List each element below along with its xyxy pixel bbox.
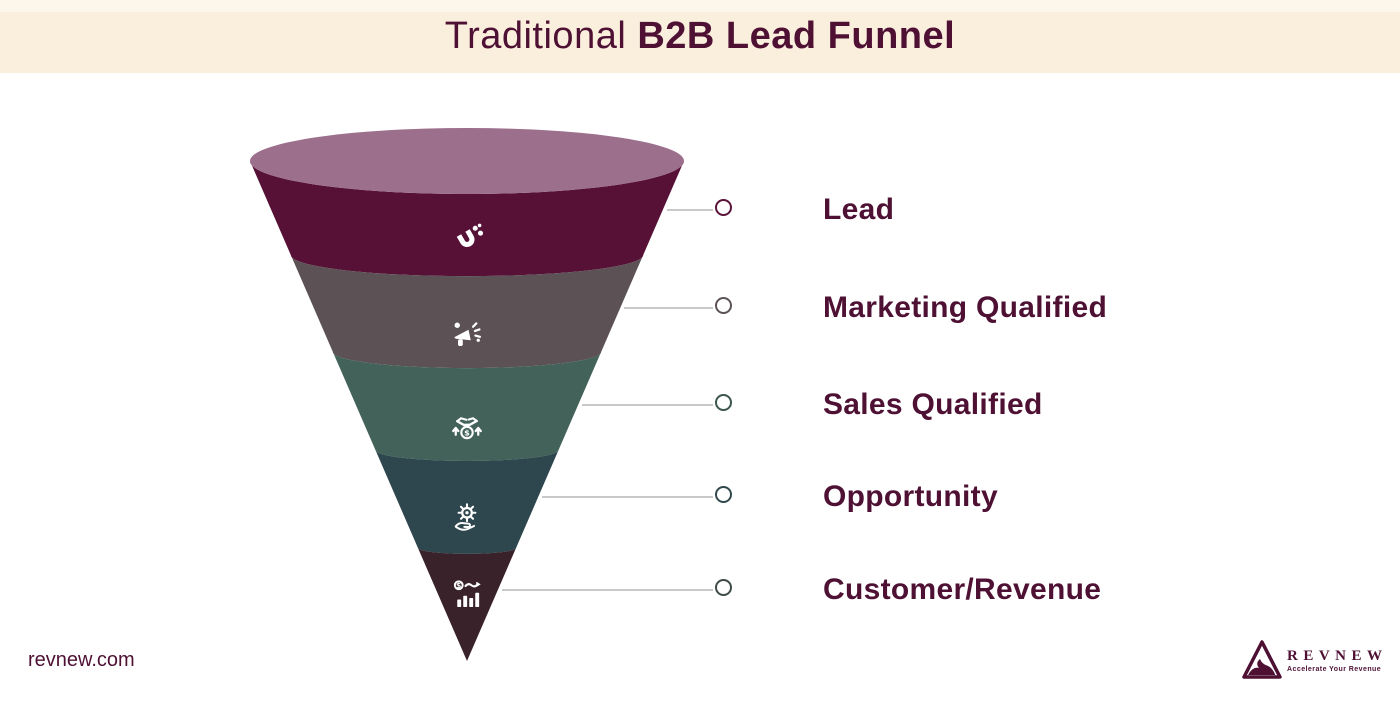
revnew-logo: REVNEW Accelerate Your Revenue (1240, 638, 1390, 684)
stage-dot (715, 297, 732, 314)
stage-row-customer-revenue: Customer/Revenue (0, 569, 1400, 611)
stage-dot (715, 199, 732, 216)
stage-row-marketing-qualified: Marketing Qualified (0, 287, 1400, 329)
stage-row-sales-qualified: Sales Qualified (0, 384, 1400, 426)
connector-line (667, 209, 713, 211)
stage-dot (715, 486, 732, 503)
stage-row-opportunity: Opportunity (0, 476, 1400, 518)
connector-line (502, 589, 713, 591)
stage-dot (715, 394, 732, 411)
website-url: revnew.com (28, 649, 135, 672)
connector-line (582, 404, 713, 406)
connector-line (624, 307, 713, 309)
stage-label: Lead (823, 193, 894, 227)
logo-name: REVNEW (1287, 648, 1388, 664)
stage-label: Sales Qualified (823, 388, 1043, 422)
stage-label: Opportunity (823, 480, 998, 514)
connector-line (542, 496, 713, 498)
stage-dot (715, 579, 732, 596)
stage-label: Marketing Qualified (823, 291, 1107, 325)
stage-row-lead: Lead (0, 189, 1400, 231)
funnel-top-face (250, 128, 684, 194)
stage-label: Customer/Revenue (823, 573, 1101, 607)
logo-tagline: Accelerate Your Revenue (1287, 666, 1381, 673)
svg-text:$: $ (464, 428, 470, 438)
